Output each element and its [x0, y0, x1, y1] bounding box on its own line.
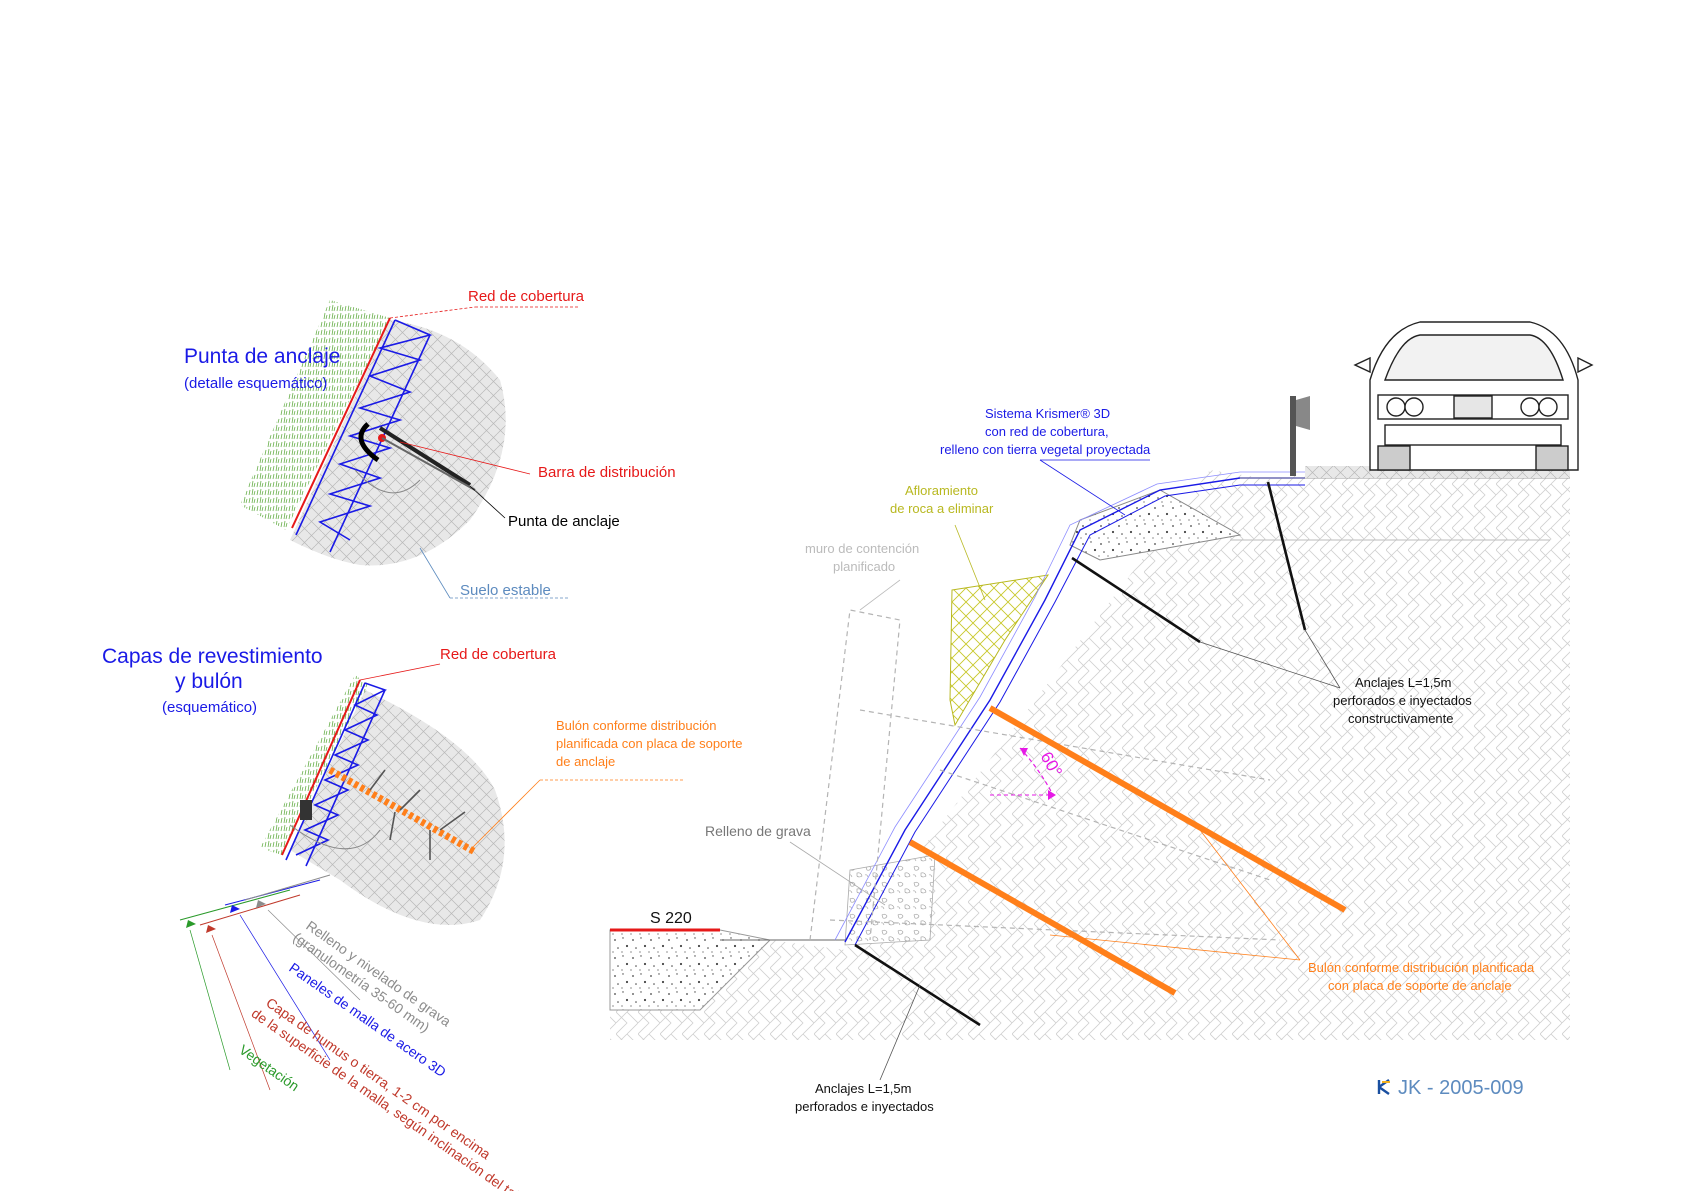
vegetation-band-bottom — [260, 675, 368, 855]
krismer-system-surface — [844, 477, 1305, 943]
leader-bolts-2 — [1049, 934, 1301, 961]
distribution-bar — [378, 426, 472, 487]
angle-arc — [1019, 747, 1054, 796]
planned-retaining-wall — [809, 609, 1281, 941]
label-system-1: Sistema Krismer® 3D — [985, 406, 1110, 421]
krismer-system-outer — [834, 471, 1305, 941]
krismer-logo-icon — [1377, 1079, 1391, 1095]
label-anchors-top-1: Anclajes L=1,5m — [1355, 675, 1451, 690]
leader-system — [1039, 459, 1126, 516]
layer-vegetation: Vegetación — [236, 1041, 302, 1094]
leader-tip — [469, 485, 506, 519]
detail-top-title: Punta de anclaje — [184, 345, 340, 368]
stamp-code: JK - 2005-009 — [1398, 1077, 1524, 1099]
stable-soil-area — [290, 320, 506, 566]
guardrail-post — [1290, 396, 1296, 476]
slope-cross-section: 60° Sistema Krismer® 3D con red de cober… — [609, 321, 1594, 1114]
cover-net-line-bottom — [281, 679, 361, 856]
detail-bottom-title-1: Capas de revestimiento — [102, 645, 323, 668]
label-gravel: Relleno de grava — [705, 823, 811, 839]
label-bolt-3: de anclaje — [556, 754, 615, 769]
bolt-plate — [300, 800, 312, 820]
anchor-top-1 — [1071, 556, 1201, 644]
cover-net-line — [291, 317, 391, 529]
label-bolt-1: Bulón conforme distribución — [556, 718, 716, 733]
label-anchor-tip: Punta de anclaje — [508, 513, 620, 530]
tick-mesh — [230, 905, 240, 913]
label-anchors-top-2: perforados e inyectados — [1333, 693, 1472, 708]
car-icon — [1353, 321, 1594, 471]
label-rock-1: Afloramiento — [905, 483, 978, 498]
anchor-arc — [354, 469, 421, 494]
leader-net-top — [389, 306, 476, 319]
label-bolts-1: Bulón conforme distribución planificada — [1308, 960, 1535, 975]
leader-anchors-top-1 — [1199, 641, 1341, 689]
leader-net-bottom — [359, 663, 441, 681]
tick-gravel — [256, 900, 266, 908]
steel-mesh-panel — [295, 319, 433, 553]
label-rock-2: de roca a eliminar — [890, 501, 994, 516]
tick-vegetation — [186, 920, 196, 928]
guardrail-beam — [1296, 396, 1310, 430]
label-system-3: relleno con tierra vegetal proyectada — [940, 442, 1151, 457]
leader-bolts-1 — [1199, 829, 1301, 961]
drawing-stamp: JK - 2005-009 — [1377, 1077, 1524, 1099]
leader-soil — [419, 547, 451, 599]
bolt-arc — [289, 824, 381, 850]
rock-outcrop — [949, 574, 1050, 727]
detail-bottom-title-2: y bulón — [175, 670, 243, 693]
label-distribution-bar: Barra de distribución — [538, 464, 676, 481]
layer-dimension-lines — [179, 874, 361, 1091]
top-fill — [1069, 489, 1242, 561]
bolt-orange-2 — [908, 839, 1177, 996]
leader-anchors-top-2 — [1304, 629, 1341, 689]
angle-arrow-2 — [1048, 790, 1056, 800]
anchor-bottom-1 — [854, 943, 981, 1027]
anchor-tip-detail: Punta de anclaje (detalle esquemático) R… — [184, 288, 676, 599]
krismer-system-inner — [854, 484, 1305, 946]
leader-rock — [954, 524, 986, 601]
anchor-top-2 — [1266, 481, 1307, 631]
label-wall-2: planificado — [833, 559, 895, 574]
leader-wall — [859, 579, 901, 611]
label-stable-soil: Suelo estable — [460, 582, 551, 599]
label-cover-net-bottom: Red de cobertura — [440, 646, 557, 663]
label-anchors-bottom-1: Anclajes L=1,5m — [815, 1081, 911, 1096]
anchor-rod — [381, 437, 476, 491]
bolt-orange-1 — [988, 705, 1347, 913]
detail-top-subtitle: (detalle esquemático) — [184, 375, 327, 392]
leader-bar — [399, 441, 531, 475]
leader-bolt — [469, 779, 541, 851]
angle-arrow-1 — [1020, 748, 1028, 756]
label-level: S 220 — [650, 910, 692, 927]
label-bolts-2: con placa de soporte de anclaje — [1328, 978, 1512, 993]
leader-anchors-bottom — [879, 984, 921, 1081]
tick-humus — [206, 925, 216, 933]
anchors-top — [1071, 481, 1307, 644]
label-cover-net-top: Red de cobertura — [468, 288, 585, 305]
label-wall-1: muro de contención — [805, 541, 919, 556]
bolt-roots — [369, 769, 466, 860]
vegetation-band — [240, 300, 390, 530]
leader-gravel — [789, 841, 886, 906]
label-bolt-2: planificada con placa de soporte — [556, 736, 742, 751]
label-anchors-top-3: constructivamente — [1348, 711, 1454, 726]
label-anchors-bottom-2: perforados e inyectados — [795, 1099, 934, 1114]
layer-gravel-1: Relleno y nivelado de grava — [303, 917, 454, 1029]
layers-detail: Capas de revestimiento y bulón (esquemát… — [102, 645, 742, 1191]
detail-bottom-subtitle: (esquemático) — [162, 699, 257, 716]
anchor-bend — [358, 422, 380, 463]
gravel-fill — [844, 854, 936, 946]
label-system-2: con red de cobertura, — [985, 424, 1109, 439]
ground-body — [610, 470, 1570, 1040]
